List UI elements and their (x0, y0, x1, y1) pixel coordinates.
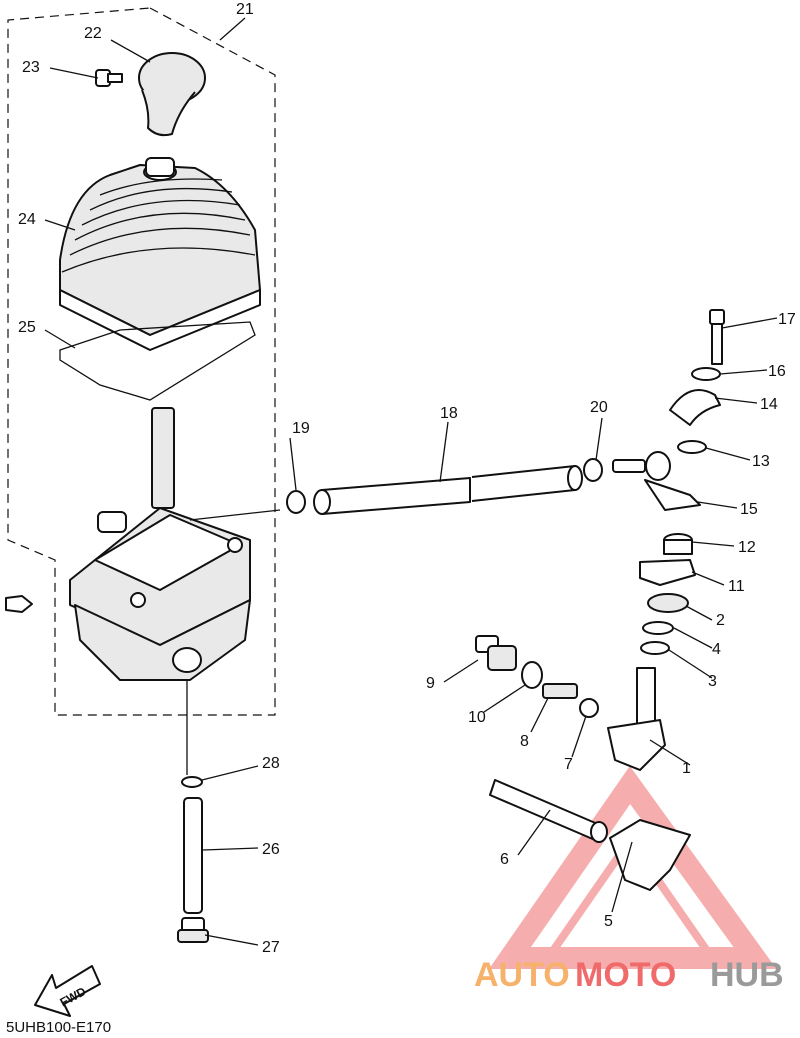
cap-part-27 (177, 917, 209, 943)
callout-1: 1 (682, 760, 691, 777)
callout-11: 11 (728, 578, 745, 595)
callout-15: 15 (740, 501, 758, 518)
boot-part (59, 157, 261, 351)
callout-22: 22 (84, 25, 102, 42)
callout-20: 20 (590, 399, 608, 416)
callout-8: 8 (520, 733, 529, 750)
fork-part-5 (609, 819, 691, 891)
callout-17: 17 (778, 311, 796, 328)
watermark-logo (488, 765, 777, 969)
fwd-arrow-icon: FWD (34, 965, 101, 1017)
callout-3: 3 (708, 673, 717, 690)
gasket-part-10 (521, 661, 543, 689)
pin-part-26 (183, 797, 203, 914)
collar-part-12 (663, 533, 693, 555)
callout-26: 26 (262, 841, 280, 858)
leader-lines (44, 17, 778, 946)
callout-25: 25 (18, 319, 36, 336)
shift-shaft-part-1 (607, 667, 666, 771)
plug-part-9 (475, 635, 517, 671)
clip-part-28 (181, 776, 203, 788)
clip-part-4 (642, 621, 674, 635)
washer-part-19 (286, 490, 306, 514)
spring-part-8 (542, 683, 578, 699)
diagram-code: 5UHB100-E170 (6, 1019, 111, 1036)
assembly-outline (7, 7, 276, 716)
watermark-auto: AUTO (474, 956, 570, 994)
watermark-moto: MOTO (575, 956, 676, 994)
callout-16: 16 (768, 363, 786, 380)
clip-part-14 (669, 389, 721, 426)
lever-part-15 (612, 451, 701, 511)
callout-6: 6 (500, 851, 509, 868)
gasket-part (59, 321, 256, 401)
callout-21: 21 (236, 1, 254, 18)
callout-28: 28 (262, 755, 280, 772)
washer-part-3 (640, 641, 670, 655)
washer-part-16 (691, 367, 721, 381)
shaft-part-6 (489, 779, 608, 843)
callout-18: 18 (440, 405, 458, 422)
screw-part (95, 69, 123, 87)
callout-10: 10 (468, 709, 486, 726)
callout-14: 14 (760, 396, 778, 413)
seal-part-2 (647, 593, 689, 613)
bolt-part-17 (709, 309, 725, 365)
callout-13: 13 (752, 453, 770, 470)
callout-23: 23 (22, 59, 40, 76)
washer-part-20 (583, 458, 603, 482)
shaft-part-18 (313, 465, 583, 515)
callout-9: 9 (426, 675, 435, 692)
callout-19: 19 (292, 420, 310, 437)
watermark-text: AUTO MOTO HUB (474, 956, 784, 994)
watermark-hub: HUB (710, 956, 784, 994)
ball-part-7 (579, 698, 599, 718)
plate-part-11 (639, 559, 696, 586)
callout-24: 24 (18, 211, 36, 228)
callout-2: 2 (716, 612, 725, 629)
callout-7: 7 (564, 756, 573, 773)
shifter-housing (5, 407, 251, 681)
callout-4: 4 (712, 641, 721, 658)
callout-27: 27 (262, 939, 280, 956)
callout-labels: 1 2 3 4 5 6 7 8 9 10 11 12 13 14 15 16 1… (18, 1, 796, 956)
knob-part (138, 52, 206, 137)
washer-part-13 (677, 440, 707, 454)
callout-5: 5 (604, 913, 613, 930)
callout-12: 12 (738, 539, 756, 556)
